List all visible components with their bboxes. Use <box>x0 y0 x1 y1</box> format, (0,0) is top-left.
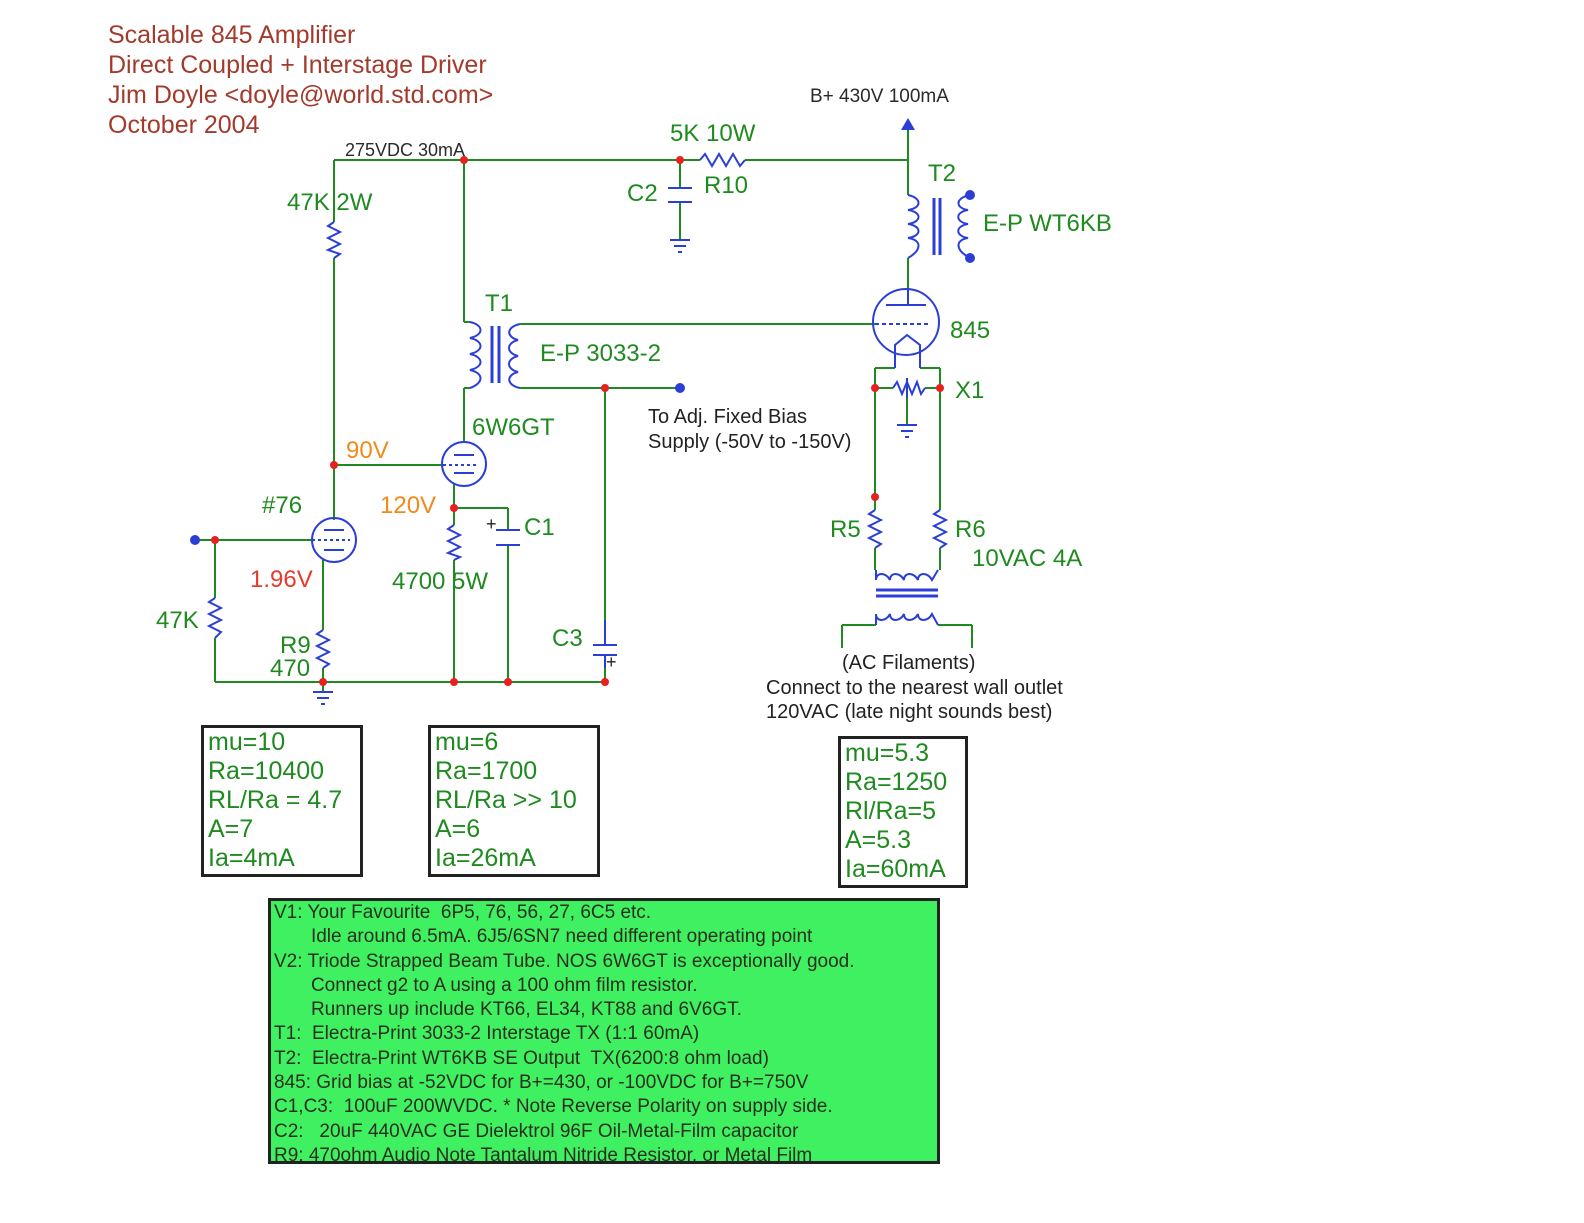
components <box>206 152 971 705</box>
param-ra: Ra=1700 <box>435 757 538 785</box>
r6-label: R6 <box>955 516 986 543</box>
bias-label-1: To Adj. Fixed Bias <box>648 406 807 428</box>
terminals <box>190 190 975 545</box>
c1-label: C1 <box>524 514 555 541</box>
param-ra: Ra=1250 <box>845 768 948 796</box>
r47k-label: 47K <box>156 607 199 634</box>
t1-part-label: E-P 3033-2 <box>540 340 661 367</box>
t2-part-label: E-P WT6KB <box>983 210 1112 237</box>
param-ia: Ia=4mA <box>208 844 295 872</box>
note-line: C2: 20uF 440VAC GE Dielektrol 96F Oil-Me… <box>274 1120 799 1142</box>
vdc275-label: 275VDC 30mA <box>345 140 466 160</box>
title-line-3: Jim Doyle <doyle@world.std.com> <box>108 81 494 109</box>
bplus-arrow-icon <box>901 118 915 130</box>
x1-label: X1 <box>955 377 985 404</box>
note-line: T2: Electra-Print WT6KB SE Output TX(620… <box>274 1047 769 1069</box>
r10-label: R10 <box>704 172 749 199</box>
note-line: Connect g2 to A using a 100 ohm film res… <box>274 974 698 996</box>
param-rl-ra: Rl/Ra=5 <box>845 797 937 825</box>
tube845-label: 845 <box>950 317 991 344</box>
r5-label: R5 <box>830 516 861 543</box>
r47k2w-label: 47K 2W <box>287 189 373 216</box>
note-line: Runners up include KT66, EL34, KT88 and … <box>274 999 742 1021</box>
r4700-label: 4700 5W <box>392 568 489 595</box>
v196-label: 1.96V <box>250 566 313 593</box>
note-line: 845: Grid bias at -52VDC for B+=430, or … <box>274 1072 809 1094</box>
title-line-4: October 2004 <box>108 111 260 139</box>
param-mu: mu=6 <box>435 728 499 756</box>
v120-label: 120V <box>380 492 437 519</box>
note-line: C1,C3: 100uF 200WVDC. * Note Reverse Pol… <box>274 1096 833 1118</box>
param-ia: Ia=60mA <box>845 855 946 883</box>
title-line-2: Direct Coupled + Interstage Driver <box>108 51 487 79</box>
note-line: V2: Triode Strapped Beam Tube. NOS 6W6GT… <box>274 950 855 972</box>
notes-box: V1: Your Favourite 6P5, 76, 56, 27, 6C5 … <box>268 898 940 1166</box>
note-line: V1: Your Favourite 6P5, 76, 56, 27, 6C5 … <box>274 902 652 923</box>
param-rl-ra: RL/Ra = 4.7 <box>208 786 343 814</box>
c3-label: C3 <box>552 625 583 652</box>
ac-filaments-1: (AC Filaments) <box>842 652 976 674</box>
bias-label-2: Supply (-50V to -150V) <box>648 431 852 453</box>
ac-filaments-2: Connect to the nearest wall outlet <box>766 677 1063 699</box>
vac10-label: 10VAC 4A <box>972 545 1083 572</box>
wires <box>195 130 973 692</box>
param-a: A=5.3 <box>845 826 912 854</box>
ac-filaments-3: 120VAC (late night sounds best) <box>766 701 1053 723</box>
t2-label: T2 <box>928 160 957 187</box>
r9-value-label: 470 <box>270 655 311 682</box>
c2-label: C2 <box>627 180 658 207</box>
tube76-params-box: mu=10 Ra=10400 RL/Ra = 4.7 A=7 Ia=4mA <box>201 725 363 877</box>
param-ia: Ia=26mA <box>435 844 536 872</box>
param-a: A=6 <box>435 815 481 843</box>
bplus-label: B+ 430V 100mA <box>810 86 949 107</box>
junction-nodes <box>211 156 944 686</box>
param-ra: Ra=10400 <box>208 757 325 785</box>
r10-value-label: 5K 10W <box>670 120 756 147</box>
c1-plus: + <box>486 514 497 534</box>
tube76-label: #76 <box>262 492 303 519</box>
r9-label: R9 <box>280 632 311 659</box>
c3-plus: + <box>606 652 617 672</box>
note-line: Idle around 6.5mA. 6J5/6SN7 need differe… <box>274 926 813 948</box>
param-rl-ra: RL/Ra >> 10 <box>435 786 577 814</box>
note-line: R9: 470ohm Audio Note Tantalum Nitride R… <box>274 1144 813 1166</box>
title-line-1: Scalable 845 Amplifier <box>108 21 356 49</box>
param-mu: mu=5.3 <box>845 739 930 767</box>
note-line: T1: Electra-Print 3033-2 Interstage TX (… <box>274 1023 700 1045</box>
param-a: A=7 <box>208 815 254 843</box>
tube6w6-params-box: mu=6 Ra=1700 RL/Ra >> 10 A=6 Ia=26mA <box>428 725 600 877</box>
t1-label: T1 <box>485 290 514 317</box>
param-mu: mu=10 <box>208 728 286 756</box>
v90-label: 90V <box>346 437 389 464</box>
tube6w6-label: 6W6GT <box>472 414 555 441</box>
tube845-params-box: mu=5.3 Ra=1250 Rl/Ra=5 A=5.3 Ia=60mA <box>838 736 968 888</box>
